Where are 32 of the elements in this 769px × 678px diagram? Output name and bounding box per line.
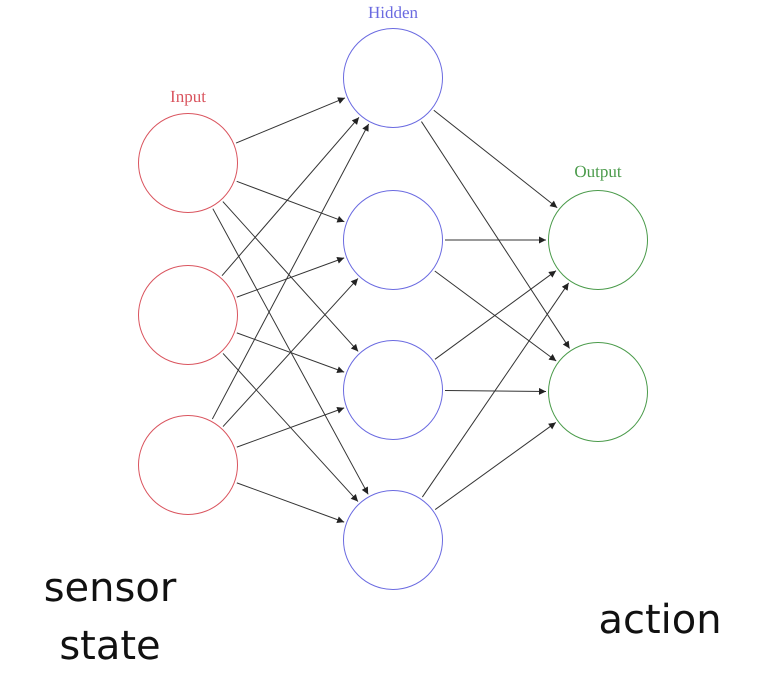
caption-text: action xyxy=(597,596,723,645)
arrow xyxy=(222,201,359,352)
arrow xyxy=(236,406,345,448)
arrow xyxy=(433,110,558,208)
arrow xyxy=(236,180,345,223)
arrow xyxy=(236,97,346,144)
neuron-circle xyxy=(343,190,443,290)
arrow xyxy=(444,388,546,395)
arrow xyxy=(236,256,345,298)
arrow xyxy=(434,422,556,510)
arrow xyxy=(236,482,345,524)
arrow xyxy=(420,121,570,349)
arrow xyxy=(222,352,358,502)
neuron-circle xyxy=(548,190,648,290)
neuron-circle xyxy=(138,113,238,213)
neuron-circle xyxy=(138,265,238,365)
arrow xyxy=(236,332,345,374)
neuron-circle xyxy=(343,340,443,440)
arrow xyxy=(212,208,369,495)
arrow xyxy=(212,123,370,420)
layer-label: Hidden xyxy=(368,3,418,23)
caption-text: sensor state xyxy=(42,564,178,671)
arrow xyxy=(444,236,546,244)
neuron-circle xyxy=(548,342,648,442)
neuron-circle xyxy=(343,490,443,590)
layer-label: Input xyxy=(170,87,206,107)
arrow xyxy=(422,282,570,498)
arrow xyxy=(222,278,358,428)
neuron-circle xyxy=(343,28,443,128)
neuron-circle xyxy=(138,415,238,515)
arrow xyxy=(222,116,360,276)
layer-label: Output xyxy=(574,162,622,182)
